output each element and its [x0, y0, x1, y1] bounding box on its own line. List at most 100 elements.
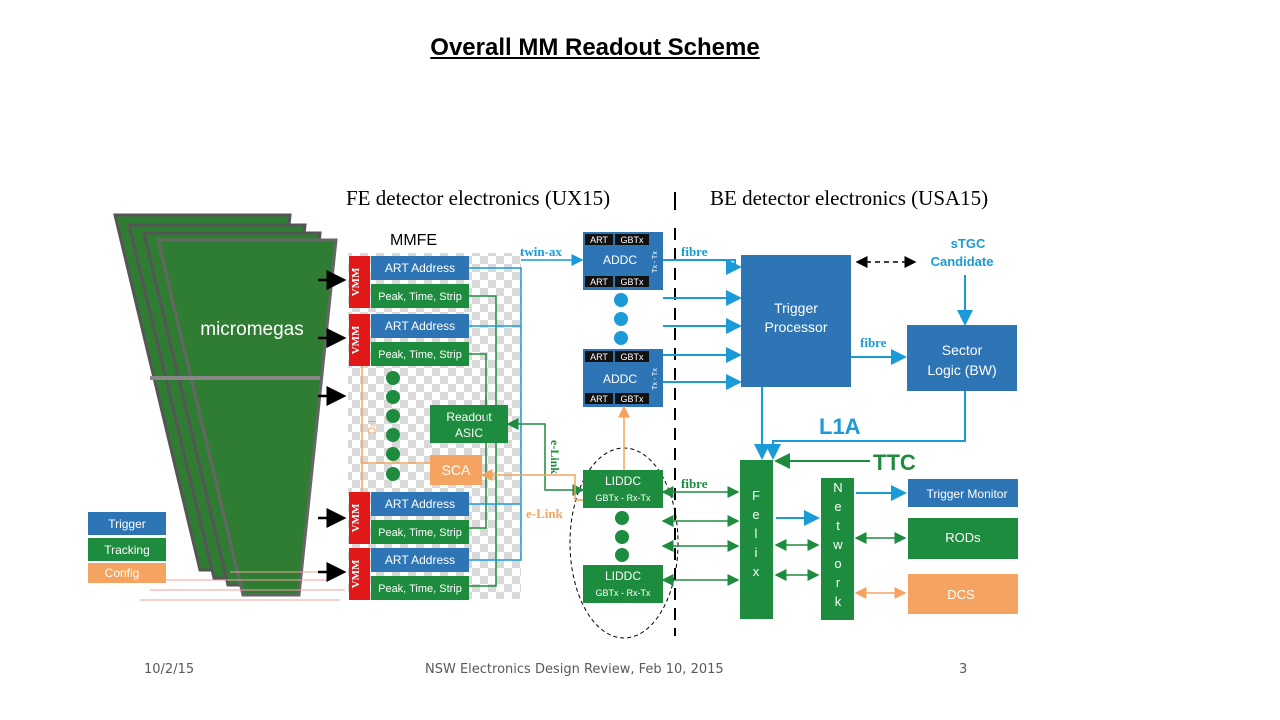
footer-page-number: 3: [959, 662, 968, 677]
network-letter: r: [836, 575, 841, 590]
twin-ax-lines: [469, 254, 584, 561]
network-letter: N: [833, 480, 842, 495]
svg-text:ADDC: ADDC: [603, 372, 637, 386]
art-address-box: [371, 492, 469, 516]
vmm-continuation-dots: [386, 371, 400, 481]
vmm-group-2: VMM ART Address Peak, Time, Strip: [349, 314, 469, 366]
fibre-label-top: fibre: [681, 244, 708, 259]
addc-board-1: ART GBTx ADDC ART GBTx Tx - Tx: [583, 232, 663, 290]
vmm-chip: [349, 256, 370, 308]
trigger-processor-label-2: Processor: [764, 319, 827, 335]
dcs-label: DCS: [947, 587, 975, 602]
slide-title: Overall MM Readout Scheme: [430, 34, 760, 61]
rods-box: [908, 518, 1018, 559]
liddc-board-2: LIDDC GBTx - Rx-Tx: [583, 565, 663, 603]
felix-box: [740, 460, 773, 619]
svg-text:Tracking: Tracking: [104, 543, 150, 557]
rods-label: RODs: [945, 530, 981, 545]
felix-letter: x: [753, 564, 760, 579]
art-address-box: [371, 256, 469, 280]
trigger-processor-box: [741, 255, 851, 387]
e-link-orange-line: [480, 469, 583, 501]
felix-letter: l: [755, 526, 758, 541]
e-link-orange-label: e-Link: [526, 506, 564, 521]
legend-trigger: [88, 512, 166, 535]
trigger-processor-label: Trigger: [774, 300, 818, 316]
addc-board-2: ART GBTx ADDC ART GBTx Tx - Tx: [583, 349, 663, 407]
svg-text:VMM: VMM: [350, 325, 362, 354]
sector-logic-label-2: Logic (BW): [927, 362, 996, 378]
svg-text:Trigger: Trigger: [108, 517, 146, 531]
svg-text:VMM: VMM: [350, 267, 362, 296]
fibre-label-liddc: fibre: [681, 476, 708, 491]
sector-logic-box: [907, 325, 1017, 391]
network-letter: t: [836, 518, 840, 533]
vmm-chip: [349, 314, 370, 366]
readout-asic-label-2: ASIC: [455, 426, 483, 440]
svg-text:ART: ART: [590, 352, 608, 362]
peak-time-strip-box: [371, 342, 469, 366]
svg-text:GBTx: GBTx: [620, 394, 644, 404]
svg-text:Config: Config: [105, 566, 140, 580]
network-letter: w: [832, 537, 843, 552]
stgc-candidate-label-2: Candidate: [931, 254, 994, 269]
svg-text:LIDDC: LIDDC: [605, 569, 641, 583]
svg-text:VMM: VMM: [350, 559, 362, 588]
twin-ax-label: twin-ax: [520, 244, 562, 259]
dcs-box: [908, 574, 1018, 614]
svg-text:GBTx - Rx-Tx: GBTx - Rx-Tx: [596, 493, 651, 503]
e-link-green-line: [506, 418, 585, 496]
i2c-config-lines: [361, 366, 430, 492]
felix-letter: i: [755, 545, 758, 560]
svg-text:ART Address: ART Address: [385, 261, 455, 275]
detector-to-mmfe-arrows: [318, 270, 347, 582]
network-letter: o: [834, 556, 841, 571]
stgc-candidate-label: sTGC: [951, 236, 986, 251]
network-letter: e: [834, 499, 841, 514]
art-address-box: [371, 548, 469, 572]
ttc-label: TTC: [873, 450, 916, 475]
l1a-label: L1A: [819, 414, 861, 439]
network-box: [821, 478, 854, 620]
e-link-green-label: e-Link: [548, 440, 562, 474]
liddc-felix-lines: [661, 486, 740, 586]
footer-date: 10/2/15: [144, 662, 195, 677]
svg-text:GBTx: GBTx: [620, 235, 644, 245]
svg-text:ADDC: ADDC: [603, 253, 637, 267]
svg-text:ART Address: ART Address: [385, 497, 455, 511]
i2c-label: I²C: [365, 420, 377, 435]
svg-text:Tx - Tx: Tx - Tx: [652, 251, 659, 273]
svg-text:Peak, Time, Strip: Peak, Time, Strip: [378, 583, 462, 595]
sector-logic-label: Sector: [942, 342, 983, 358]
detector-label: micromegas: [200, 319, 303, 340]
svg-text:Peak, Time, Strip: Peak, Time, Strip: [378, 291, 462, 303]
liddc-continuation-dots: [615, 511, 629, 562]
svg-text:VMM: VMM: [350, 503, 362, 532]
trigger-monitor-box: [908, 479, 1018, 507]
addc-continuation-dots: [614, 293, 628, 345]
peak-time-strip-box: [371, 520, 469, 544]
micromegas-detector: [113, 213, 345, 601]
be-header: BE detector electronics (USA15): [710, 186, 988, 210]
peak-time-strip-box: [371, 284, 469, 308]
vmm-group-4: VMM ART Address Peak, Time, Strip: [349, 548, 469, 600]
felix-letter: F: [752, 488, 760, 503]
art-address-box: [371, 314, 469, 338]
fe-header: FE detector electronics (UX15): [346, 186, 610, 210]
fibre-label-sector: fibre: [860, 335, 887, 350]
svg-text:GBTx: GBTx: [620, 277, 644, 287]
svg-text:ART: ART: [590, 235, 608, 245]
svg-text:Peak, Time, Strip: Peak, Time, Strip: [378, 527, 462, 539]
svg-text:ART: ART: [590, 394, 608, 404]
vmm-chip: [349, 492, 370, 544]
sca-label: SCA: [442, 462, 471, 478]
svg-text:ART Address: ART Address: [385, 553, 455, 567]
network-letter: k: [835, 594, 842, 609]
liddc-board-1: LIDDC GBTx - Rx-Tx: [583, 470, 663, 508]
vmm-group-3: VMM ART Address Peak, Time, Strip: [349, 492, 469, 544]
svg-text:ART Address: ART Address: [385, 319, 455, 333]
trigger-monitor-label: Trigger Monitor: [927, 487, 1008, 501]
